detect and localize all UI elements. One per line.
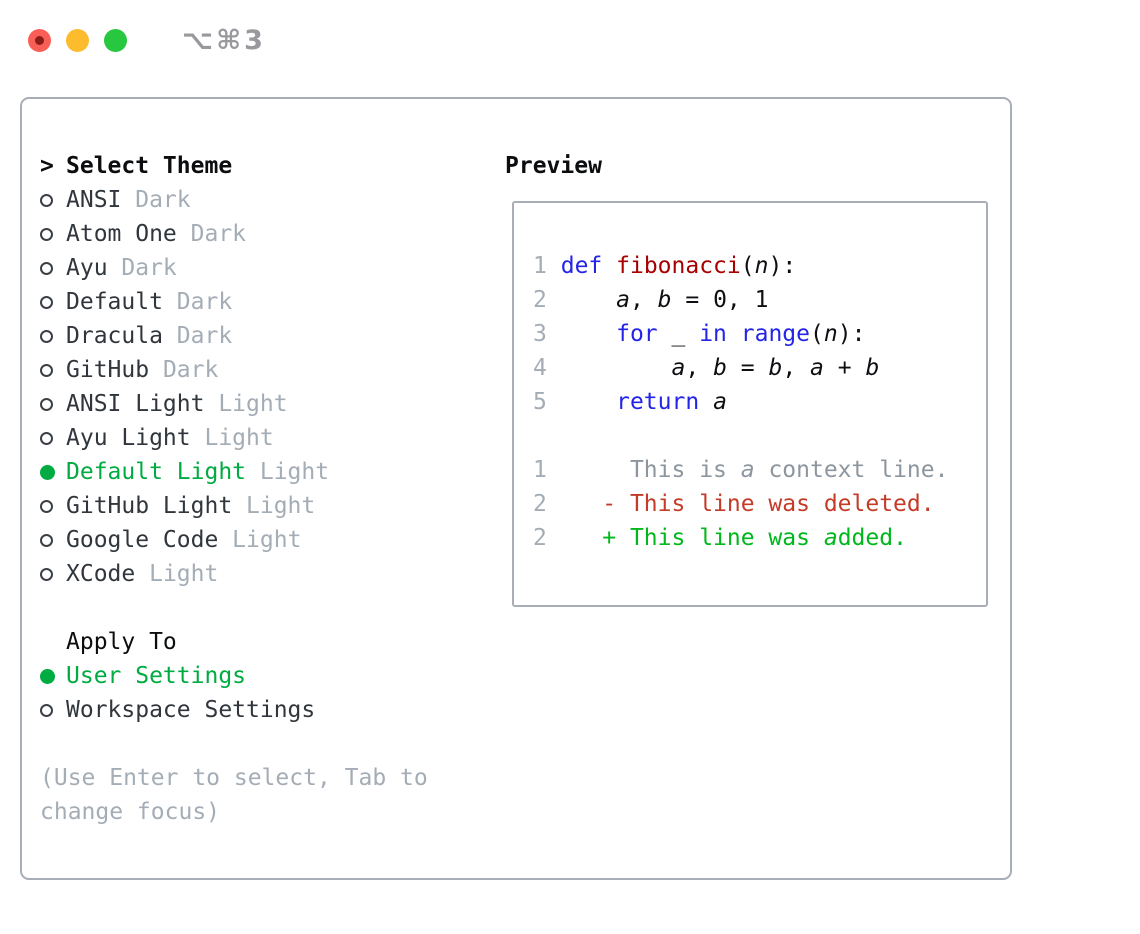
line-number: 2 — [533, 287, 547, 313]
line-number: 3 — [533, 321, 547, 347]
option-label: ANSI — [66, 187, 122, 213]
radio-icon — [40, 703, 66, 717]
radio-icon — [40, 295, 66, 309]
theme-option-ansi[interactable]: ANSI Dark — [40, 183, 505, 217]
theme-option-ayu-light[interactable]: Ayu Light Light — [40, 421, 505, 455]
option-variant-label: Light — [190, 425, 274, 451]
theme-option-atom-one[interactable]: Atom One Dark — [40, 217, 505, 251]
option-variant-label: Light — [204, 391, 288, 417]
option-variant-label: Dark — [149, 357, 219, 383]
line-number: 2 — [533, 491, 547, 517]
theme-option-default-light[interactable]: Default Light Light — [40, 455, 505, 489]
preview-line: 1 This is a context line. — [533, 457, 949, 483]
option-variant-label: Dark — [121, 187, 191, 213]
radio-icon — [40, 567, 66, 581]
radio-icon — [40, 193, 66, 207]
radio-selected-icon — [40, 668, 66, 684]
theme-option-github-light[interactable]: GitHub Light Light — [40, 489, 505, 523]
option-variant-label: Light — [135, 561, 219, 587]
option-label: Workspace Settings — [66, 697, 316, 723]
line-number: 2 — [533, 525, 547, 551]
line-number: 1 — [533, 253, 547, 279]
preview-line: 3 for _ in range(n): — [533, 321, 866, 347]
line-number: 4 — [533, 355, 547, 381]
close-button[interactable] — [28, 29, 51, 52]
option-variant-label: Light — [232, 493, 316, 519]
preview-line: 4 a, b = b, a + b — [533, 355, 880, 381]
option-variant-label: Dark — [162, 323, 233, 349]
option-variant-label: Light — [218, 527, 302, 553]
theme-option-google-code[interactable]: Google Code Light — [40, 523, 505, 557]
theme-option-ayu[interactable]: Ayu Dark — [40, 251, 505, 285]
option-label: Default — [66, 289, 163, 315]
zoom-button[interactable] — [104, 29, 127, 52]
option-label: Default Light — [66, 459, 247, 485]
theme-section-header: > Select Theme — [40, 149, 505, 183]
option-label: GitHub Light — [66, 493, 233, 519]
option-variant-label: Dark — [176, 221, 247, 247]
theme-option-default[interactable]: Default Dark — [40, 285, 505, 319]
theme-option-ansi-light[interactable]: ANSI Light Light — [40, 387, 505, 421]
spacer — [40, 591, 505, 625]
preview-line: 1 def fibonacci(n): — [533, 253, 797, 279]
radio-selected-icon — [40, 464, 66, 480]
preview-line — [533, 419, 986, 453]
apply-option-workspace-settings[interactable]: Workspace Settings — [40, 693, 505, 727]
line-number: 5 — [533, 389, 547, 415]
radio-icon — [40, 499, 66, 513]
option-label: User Settings — [66, 663, 247, 689]
radio-icon — [40, 397, 66, 411]
radio-icon — [40, 363, 66, 377]
apply-section-header: Apply To — [40, 625, 505, 659]
preview-line: 2 - This line was deleted. — [533, 491, 935, 517]
option-label: ANSI Light — [66, 391, 205, 417]
radio-icon — [40, 227, 66, 241]
preview-pane: 1 def fibonacci(n): 2 a, b = 0, 1 3 for _ … — [512, 201, 988, 607]
option-label: XCode — [66, 561, 136, 587]
close-dot-icon — [35, 36, 44, 45]
preview-column: Preview 1 def fibonacci(n): 2 a, b = 0, 1… — [505, 149, 1010, 878]
option-label: Dracula — [66, 323, 163, 349]
preview-line: 2 a, b = 0, 1 — [533, 287, 769, 313]
window-title: ⌥⌘3 — [182, 25, 266, 56]
option-label: Ayu Light — [66, 425, 191, 451]
preview-title: Preview — [505, 153, 602, 179]
option-label: Atom One — [66, 221, 177, 247]
preview-line: 2 + This line was added. — [533, 525, 907, 551]
option-label: Google Code — [66, 527, 219, 553]
help-text: (Use Enter to select, Tab to change focu… — [40, 765, 428, 825]
cursor-icon: > — [40, 153, 54, 179]
radio-icon — [40, 329, 66, 343]
radio-icon — [40, 533, 66, 547]
radio-icon — [40, 261, 66, 275]
option-variant-label: Dark — [107, 255, 177, 281]
theme-option-dracula[interactable]: Dracula Dark — [40, 319, 505, 353]
preview-line: 5 return a — [533, 389, 727, 415]
theme-option-xcode[interactable]: XCode Light — [40, 557, 505, 591]
titlebar: ⌥⌘3 — [28, 25, 266, 56]
option-label: Ayu — [66, 255, 108, 281]
theme-section-title: Select Theme — [66, 153, 233, 179]
option-variant-label: Light — [246, 459, 330, 485]
option-label: GitHub — [66, 357, 150, 383]
apply-option-user-settings[interactable]: User Settings — [40, 659, 505, 693]
minimize-button[interactable] — [66, 29, 89, 52]
spacer — [40, 727, 505, 761]
cursor-marker: > — [40, 153, 66, 179]
option-variant-label: Dark — [162, 289, 233, 315]
theme-option-github[interactable]: GitHub Dark — [40, 353, 505, 387]
radio-icon — [40, 431, 66, 445]
line-number: 1 — [533, 457, 547, 483]
apply-section-title: Apply To — [66, 629, 177, 655]
